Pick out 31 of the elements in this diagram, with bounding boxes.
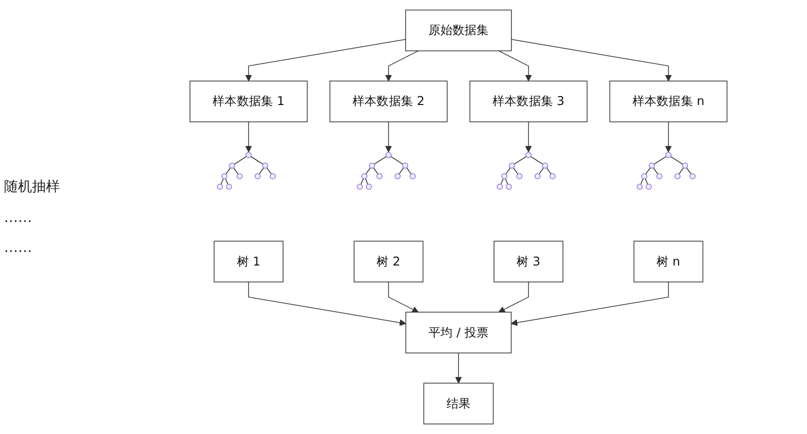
process-box: 样本数据集 n <box>609 80 728 122</box>
note-label: 随机抽样 <box>4 178 60 196</box>
process-box: 树 1 <box>214 240 284 282</box>
process-box: 原始数据集 <box>405 10 512 52</box>
process-box: 结果 <box>423 382 494 424</box>
tree-drawing <box>636 152 696 190</box>
arrow <box>665 121 672 152</box>
tree-drawing <box>356 152 416 190</box>
tree-drawing <box>216 152 276 190</box>
arrow <box>498 50 532 82</box>
aggregation-box: 平均 / 投票 <box>405 312 512 354</box>
arrow <box>510 282 669 326</box>
arrow <box>385 50 419 82</box>
process-box: 树 n <box>634 240 704 282</box>
arrow <box>248 282 406 326</box>
process-box: 树 3 <box>494 240 564 282</box>
process-box: 树 2 <box>354 240 424 282</box>
arrow <box>245 121 252 152</box>
tree-drawing <box>496 152 556 190</box>
arrow <box>511 39 672 82</box>
ellipsis-label: …… <box>4 210 32 226</box>
arrow <box>245 39 406 82</box>
arrow <box>498 282 529 312</box>
arrow <box>525 121 532 152</box>
arrow <box>388 282 419 312</box>
ellipsis-label: …… <box>4 240 32 256</box>
arrow <box>385 121 392 152</box>
process-box: 样本数据集 3 <box>469 80 588 122</box>
process-box: 样本数据集 2 <box>330 80 448 122</box>
arrow <box>455 352 462 384</box>
process-box: 样本数据集 1 <box>190 80 308 122</box>
